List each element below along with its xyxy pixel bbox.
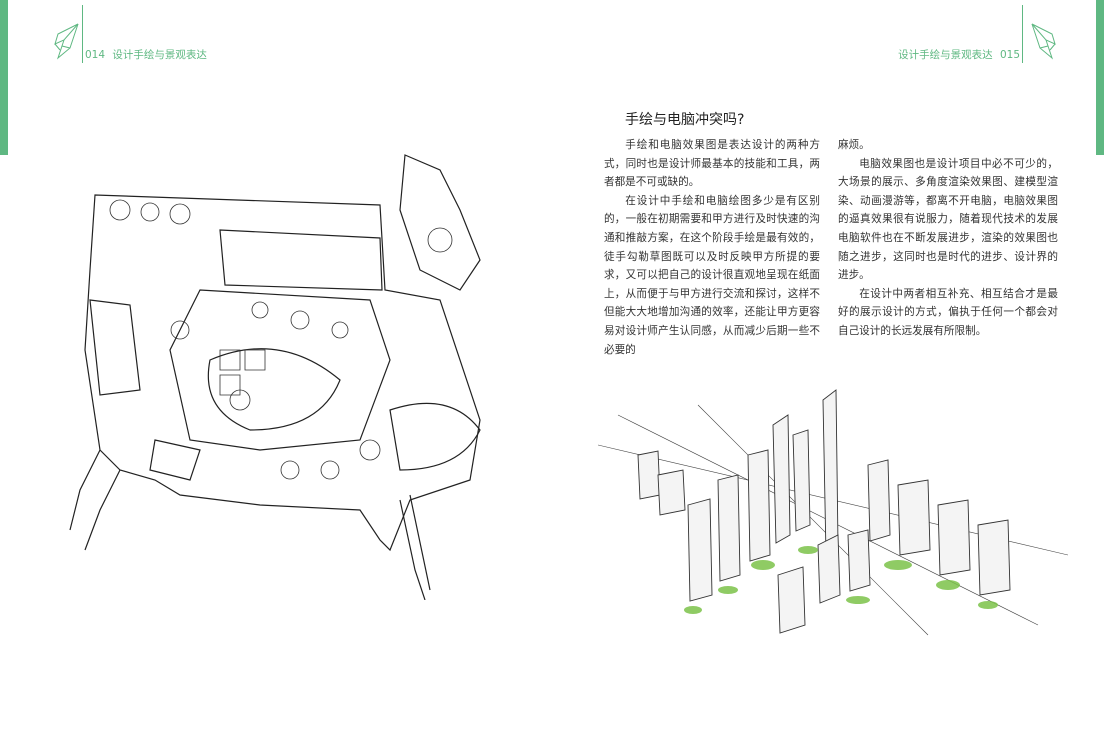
city-perspective-sketch (598, 389, 1068, 636)
page-number: 014 (85, 49, 106, 61)
text-column-right: 麻烦。 电脑效果图也是设计项目中必不可少的，大场景的展示、多角度渲染效果图、建模… (838, 136, 1058, 341)
paragraph: 麻烦。 (838, 139, 870, 151)
text-column-left: 手绘和电脑效果图是表达设计的两种方式，同时也是设计师最基本的技能和工具，两者都是… (604, 136, 820, 359)
paragraph: 在设计中手绘和电脑绘图多少是有区别的，一般在初期需要和甲方进行及时快速的沟通和推… (604, 194, 820, 356)
site-plan-sketch (69, 154, 481, 600)
right-folio: 设计手绘与景观表达 015 (898, 47, 1020, 62)
right-header-divider (1022, 5, 1023, 63)
running-title: 设计手绘与景观表达 (112, 49, 207, 61)
paragraph: 电脑效果图也是设计项目中必不可少的，大场景的展示、多角度渲染效果图、建模型渲染、… (838, 157, 1058, 282)
paragraph: 在设计中两者相互补充、相互结合才是最好的展示设计的方式，偏执于任何一个都会对自己… (838, 287, 1058, 337)
running-title: 设计手绘与景观表达 (898, 49, 993, 61)
left-edge-bar (0, 0, 8, 155)
leaf-icon (54, 23, 79, 60)
article-title: 手绘与电脑冲突吗? (625, 112, 745, 128)
leaf-icon (1031, 23, 1056, 60)
right-edge-bar (1096, 0, 1104, 155)
left-header-divider (82, 5, 83, 63)
page-number: 015 (999, 49, 1020, 61)
left-folio: 014 设计手绘与景观表达 (85, 47, 207, 62)
paragraph: 手绘和电脑效果图是表达设计的两种方式，同时也是设计师最基本的技能和工具，两者都是… (604, 139, 820, 189)
